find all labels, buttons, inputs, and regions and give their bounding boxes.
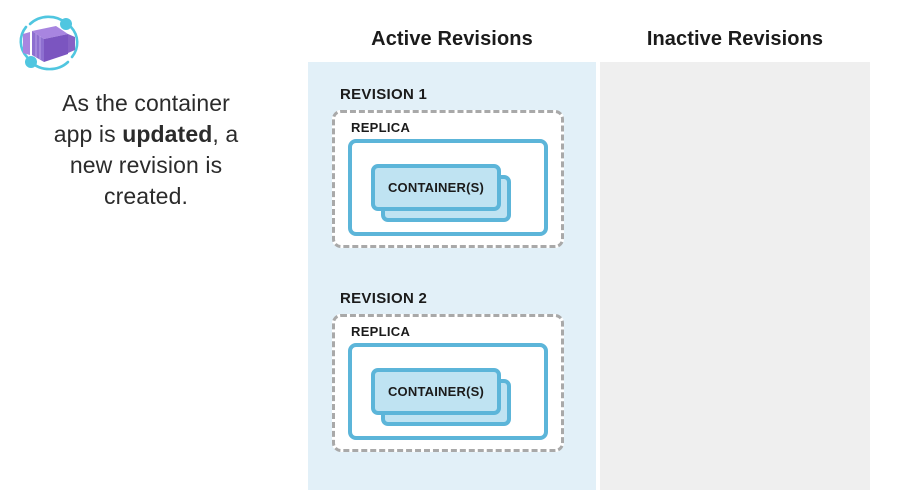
caption-line-2-prefix: app is <box>53 121 123 147</box>
active-revisions-header: Active Revisions <box>371 28 533 50</box>
azure-container-apps-logo-icon <box>14 12 84 74</box>
revision-2-label: REVISION 2 <box>340 290 428 307</box>
caption-line-2-suffix: , a <box>212 121 239 147</box>
revision-1-container-label: CONTAINER(S) <box>387 180 485 195</box>
revision-2-container-label: CONTAINER(S) <box>387 384 485 399</box>
revision-2-replica-box: CONTAINER(S) <box>348 343 548 440</box>
revision-1-replica-box: CONTAINER(S) <box>348 139 548 236</box>
caption-line-1: As the container <box>62 90 230 116</box>
revision-1-label: REVISION 1 <box>340 86 428 103</box>
revision-1-container-card-front: CONTAINER(S) <box>371 164 501 211</box>
active-revisions-panel: REVISION 1 REPLICA CONTAINER(S) REVISION… <box>308 62 596 490</box>
caption-emphasis: updated <box>122 121 213 147</box>
revision-2-replica-label: REPLICA <box>351 324 411 339</box>
explanation-column: As the container app is updated, a new r… <box>0 0 292 501</box>
revision-1-replica-label: REPLICA <box>351 120 411 135</box>
caption-line-4: created. <box>104 183 188 209</box>
inactive-revisions-header: Inactive Revisions <box>646 28 824 50</box>
revision-2-container-card-front: CONTAINER(S) <box>371 368 501 415</box>
inactive-revisions-panel <box>600 62 870 490</box>
caption-line-3: new revision is <box>69 152 223 178</box>
revision-2-boundary: REPLICA CONTAINER(S) <box>332 314 564 452</box>
caption-text: As the container app is updated, a new r… <box>20 88 272 212</box>
revision-1-boundary: REPLICA CONTAINER(S) <box>332 110 564 248</box>
